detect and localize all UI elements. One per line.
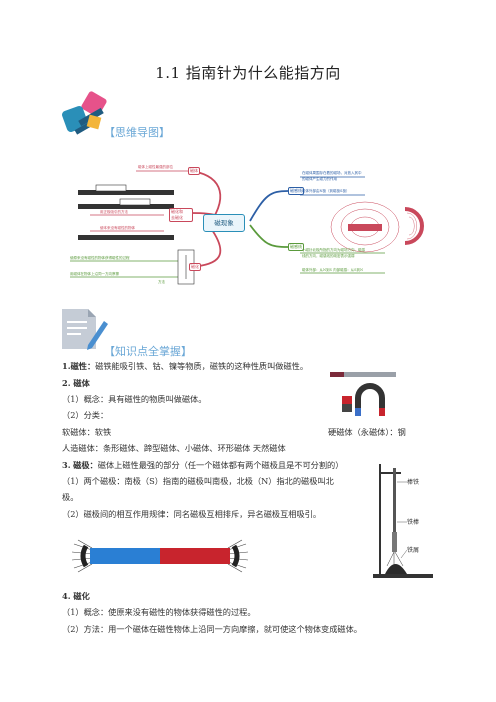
- point-2-line-3a: 软磁体：软铁: [62, 427, 112, 437]
- mindmap-note-5: 用磁体在物体上沿同一方向摩擦: [70, 272, 119, 276]
- mindmap-note-1: 磁体上磁性最强的部位: [138, 165, 173, 169]
- point-1-num: 1.: [62, 361, 71, 371]
- bar-magnet-filings: [71, 539, 249, 573]
- point-3-line-2: （2）磁极间的相互作用规律：同名磁极互相排斥，异名磁极互相吸引。: [62, 509, 322, 519]
- point-1-text: 磁铁能吸引铁、钴、镍等物质，磁铁的这种性质叫做磁性。: [95, 361, 309, 371]
- rod-stand-illustration: 棒铁 铁棒 铁屑: [373, 464, 433, 578]
- point-2-term: 磁体: [73, 378, 90, 388]
- mindmap-section-icon: [62, 91, 107, 135]
- point-2-line-4: 人造磁体：条形磁体、蹄型磁体、小磁体、环形磁体 天然磁体: [62, 443, 286, 453]
- knowledge-header: 【知识点全掌握】: [104, 345, 192, 358]
- mindmap-lines: [70, 170, 424, 285]
- point-2-line-2: （2）分类：: [62, 410, 109, 420]
- mindmap-node-field: 磁感线: [288, 187, 304, 195]
- point-4-line-1: （1）概念：使原来没有磁性的物体获得磁性的过程。: [62, 607, 256, 617]
- point-1: 1.磁性：磁铁能吸引铁、钴、镍等物质，磁铁的这种性质叫做磁性。: [62, 361, 308, 372]
- point-3: 3. 磁极：磁体上磁性最强的部分（任一个磁体都有两个磁极且是不可分割的）: [62, 460, 343, 471]
- point-2-line-3b: 硬磁体（永磁体）：钢: [328, 427, 406, 437]
- mindmap-note-4: 使原来没有磁性的物体获得磁性的过程: [70, 256, 130, 260]
- point-1-term: 磁性：: [70, 361, 96, 371]
- mindmap-node-magnet: 磁体: [188, 167, 200, 175]
- point-3-text: 磁体上磁性最强的部分（任一个磁体都有两个磁极且是不可分割的）: [97, 460, 344, 470]
- rod-label-bottom: 铁屑: [407, 546, 419, 554]
- magnet-illustration: [330, 372, 396, 416]
- mindmap-lines-3: 磁体外部：从N到S 内部磁感：从S到N: [302, 268, 364, 272]
- mindmap-field-1: 在磁体周围存在着的磁场，对放入其中: [302, 171, 362, 175]
- point-3-line-1: （1）两个磁极：南极（S）指南的磁极叫南极，北极（N）指北的磁极叫北: [62, 476, 334, 486]
- point-3-num: 3.: [62, 460, 71, 470]
- point-2-heading: 2. 磁体: [62, 378, 90, 389]
- mindmap-node-lines: 磁感线: [288, 243, 304, 251]
- mindmap-lines-1: 小磁针北极所指的方向为磁场方向，磁感: [302, 248, 365, 252]
- mindmap-center-node: 磁现象: [203, 214, 245, 232]
- document-pen-icon: [62, 309, 108, 350]
- mindmap-header: 【思维导图】: [104, 126, 170, 139]
- mindmap-note-2: 用正极吸引的方法: [100, 210, 128, 214]
- point-3-term: 磁极：: [73, 460, 98, 470]
- mindmap-node-magnetize: 磁化和 去磁化: [169, 208, 193, 222]
- point-4-num: 4.: [62, 591, 71, 601]
- point-4-heading: 4. 磁化: [62, 591, 90, 602]
- rod-label-top: 棒铁: [407, 478, 419, 486]
- point-4-term: 磁化: [73, 591, 90, 601]
- point-4-line-2: （2）方法：用一个磁体在磁性物体上沿同一方向摩擦，就可使这个物体变成磁体。: [62, 624, 362, 634]
- mindmap-field-2: 的磁体产生磁力的作用: [302, 177, 337, 181]
- mindmap-note-3: 使本来没有磁性的物体: [100, 226, 135, 230]
- mindmap-note-6: 方法: [158, 280, 165, 284]
- mindmap-lines-2: 线的方向，磁感线的疏密表示强弱: [302, 254, 355, 258]
- page-title: 1.1 指南针为什么能指方向: [155, 64, 341, 82]
- rod-label-mid: 铁棒: [407, 518, 419, 526]
- mindmap-diagram: 磁现象 磁体 磁化和 去磁化 磁化 磁感线 磁感线 磁体上磁性最强的部位 用正极…: [60, 155, 432, 298]
- mindmap-node-compass: 磁化: [189, 263, 201, 271]
- mindmap-field-3: 磁体外部由N极（到磁极S极）: [302, 189, 350, 193]
- point-2-num: 2.: [62, 378, 71, 388]
- point-2-line-1: （1）概念：具有磁性的物质叫做磁体。: [62, 394, 207, 404]
- point-3-line-1b: 极。: [62, 492, 79, 502]
